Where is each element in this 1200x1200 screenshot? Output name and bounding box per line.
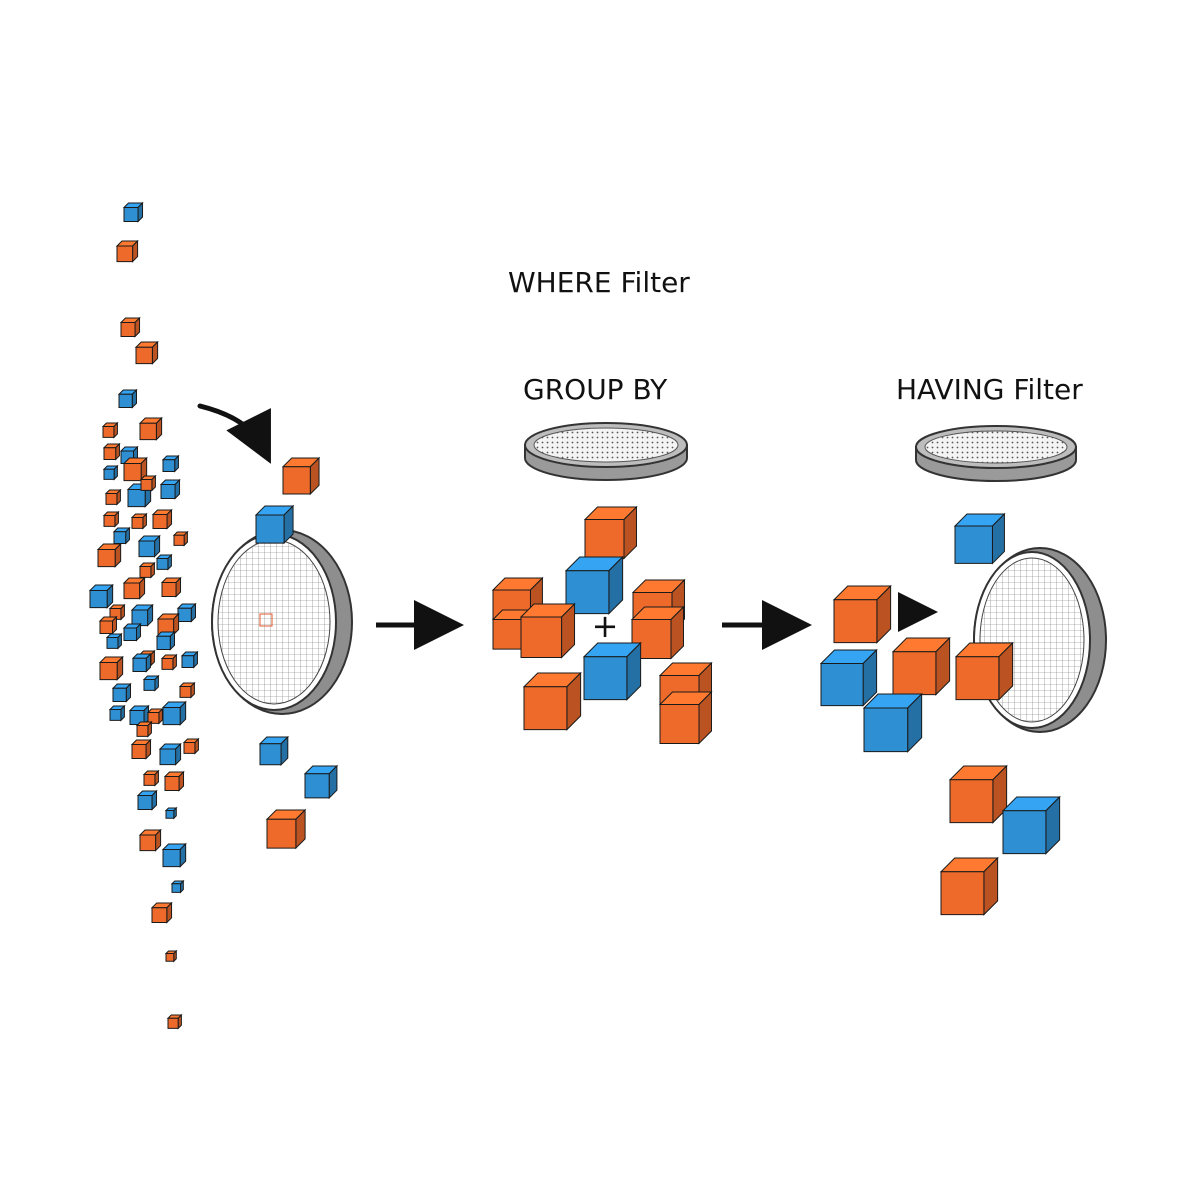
orange-cube-icon bbox=[130, 512, 148, 530]
orange-cube-icon bbox=[138, 828, 162, 852]
orange-cube-icon bbox=[130, 738, 152, 760]
blue-cube-icon bbox=[862, 692, 923, 753]
blue-cube-icon bbox=[164, 806, 178, 820]
orange-cube-icon bbox=[135, 720, 153, 738]
having-sieve-flat bbox=[915, 425, 1077, 482]
blue-cube-icon bbox=[117, 388, 138, 409]
blue-cube-icon bbox=[819, 648, 878, 707]
orange-cube-icon bbox=[102, 442, 121, 461]
group-by-sieve bbox=[524, 422, 688, 481]
blue-cube-icon bbox=[159, 478, 181, 500]
orange-cube-icon bbox=[178, 681, 196, 699]
blue-cube-icon bbox=[131, 652, 152, 673]
orange-cube-icon bbox=[948, 764, 1008, 824]
orange-cube-icon bbox=[115, 239, 139, 263]
orange-cube-icon bbox=[98, 655, 124, 681]
blue-cube-icon bbox=[582, 641, 642, 701]
orange-cube-icon bbox=[832, 584, 892, 644]
orange-cube-icon bbox=[102, 510, 120, 528]
arrow-icon bbox=[197, 403, 271, 464]
orange-cube-icon bbox=[96, 542, 122, 568]
blue-cube-icon bbox=[137, 534, 161, 558]
orange-cube-icon bbox=[160, 576, 182, 598]
orange-cube-icon bbox=[891, 636, 951, 696]
orange-cube-icon bbox=[134, 340, 159, 365]
blue-cube-icon bbox=[258, 735, 290, 767]
orange-cube-icon bbox=[522, 671, 582, 731]
blue-cube-icon bbox=[564, 555, 624, 615]
orange-cube-icon bbox=[119, 316, 141, 338]
blue-cube-icon bbox=[111, 682, 132, 703]
orange-cube-icon bbox=[151, 508, 173, 530]
orange-cube-icon bbox=[122, 576, 146, 600]
blue-cube-icon bbox=[170, 879, 185, 894]
orange-cube-icon bbox=[163, 770, 185, 792]
blue-cube-icon bbox=[105, 632, 123, 650]
orange-cube-icon bbox=[138, 416, 163, 441]
orange-cube-icon bbox=[164, 949, 178, 963]
blue-cube-icon bbox=[102, 464, 119, 481]
blue-cube-icon bbox=[158, 742, 182, 766]
orange-cube-icon bbox=[108, 603, 126, 621]
orange-cube-icon bbox=[160, 653, 178, 671]
plus-sign: + bbox=[592, 607, 619, 645]
orange-cube-icon bbox=[658, 690, 713, 745]
orange-cube-icon bbox=[519, 602, 576, 659]
orange-cube-icon bbox=[265, 808, 307, 850]
blue-cube-icon bbox=[122, 201, 144, 223]
blue-cube-icon bbox=[303, 764, 339, 800]
where-sieve bbox=[211, 529, 353, 715]
blue-cube-icon bbox=[155, 553, 173, 571]
blue-cube-icon bbox=[136, 789, 158, 811]
blue-cube-icon bbox=[161, 700, 187, 726]
orange-cube-icon bbox=[150, 901, 173, 924]
orange-cube-icon bbox=[166, 1013, 183, 1030]
orange-cube-icon bbox=[172, 530, 189, 547]
blue-cube-icon bbox=[112, 526, 131, 545]
orange-cube-icon bbox=[146, 707, 164, 725]
having-filter-label: HAVING Filter bbox=[896, 373, 1083, 406]
orange-cube-icon bbox=[98, 615, 118, 635]
blue-cube-icon bbox=[180, 650, 199, 669]
group-by-label: GROUP BY bbox=[523, 373, 668, 406]
blue-cube-icon bbox=[161, 454, 180, 473]
blue-cube-icon bbox=[953, 512, 1006, 565]
orange-cube-icon bbox=[101, 421, 119, 439]
orange-cube-icon bbox=[104, 488, 122, 506]
orange-cube-icon bbox=[954, 641, 1014, 701]
orange-cube-icon bbox=[138, 561, 156, 579]
blue-cube-icon bbox=[155, 630, 176, 651]
having-sieve-upright bbox=[973, 547, 1107, 733]
orange-cube-icon bbox=[939, 856, 999, 916]
orange-cube-icon bbox=[139, 474, 157, 492]
blue-cube-icon bbox=[161, 842, 187, 868]
orange-cube-icon bbox=[142, 769, 160, 787]
blue-cube-icon bbox=[1001, 795, 1061, 855]
orange-cube-icon bbox=[630, 605, 685, 660]
where-filter-label: WHERE Filter bbox=[508, 266, 690, 299]
orange-cube-icon bbox=[182, 737, 200, 755]
blue-cube-icon bbox=[130, 603, 154, 627]
blue-cube-icon bbox=[176, 602, 197, 623]
blue-cube-icon bbox=[88, 583, 114, 609]
blue-cube-icon bbox=[122, 622, 142, 642]
blue-cube-icon bbox=[108, 704, 126, 722]
blue-cube-icon bbox=[254, 504, 295, 545]
orange-cube-icon bbox=[281, 456, 321, 496]
orange-cube-icon bbox=[583, 505, 638, 560]
blue-cube-icon bbox=[142, 674, 160, 692]
